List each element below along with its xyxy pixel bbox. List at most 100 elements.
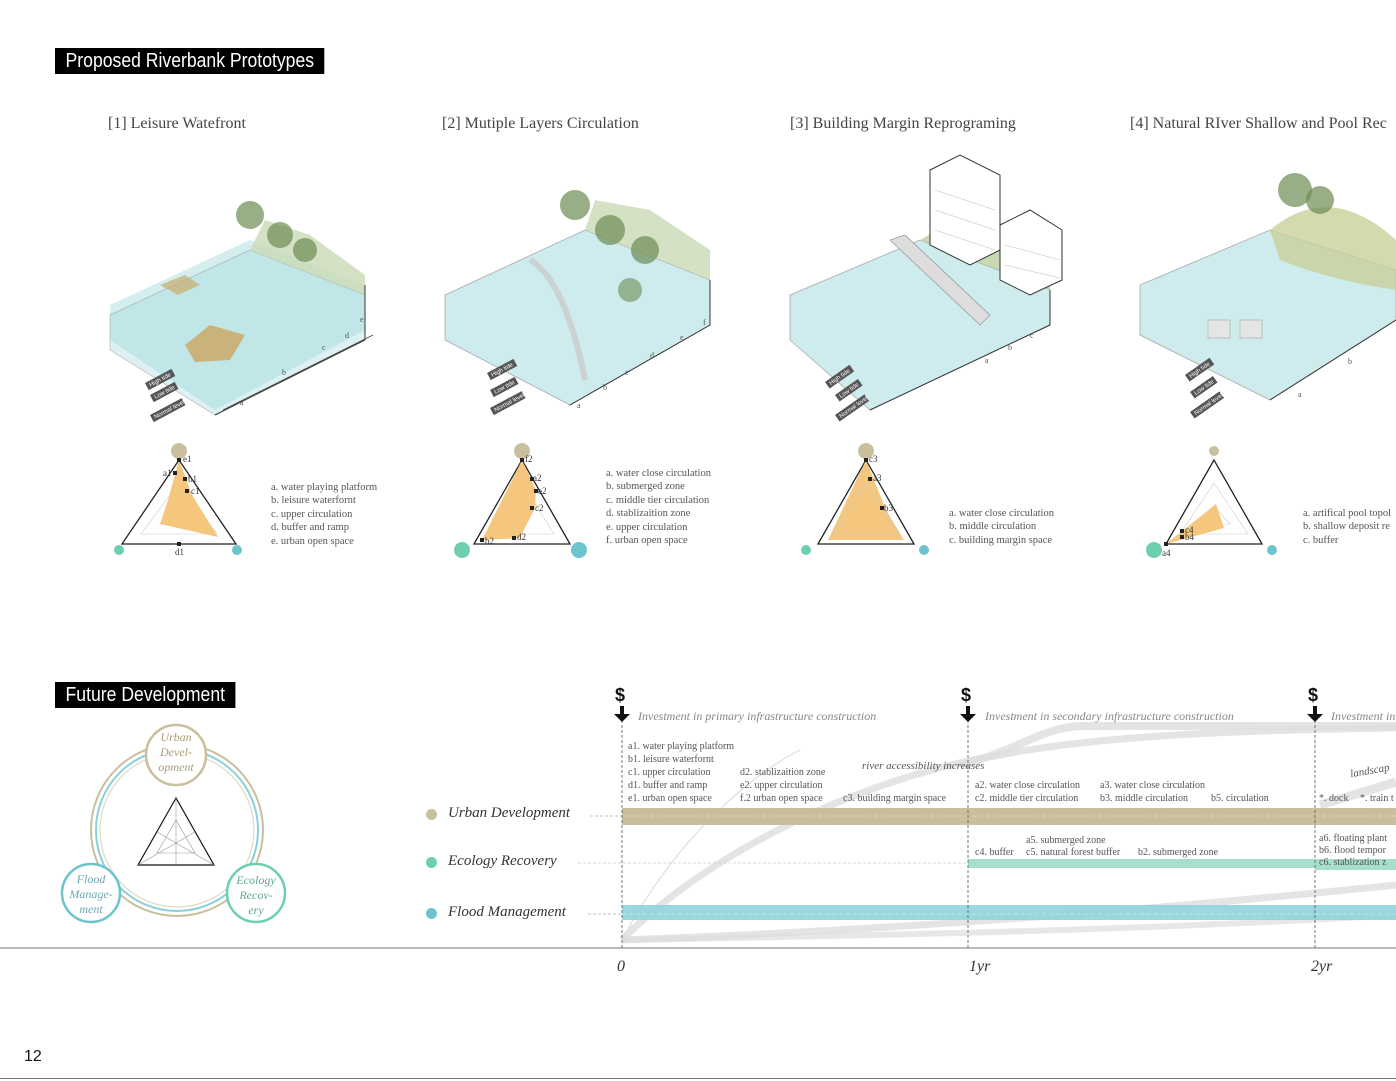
ecology-recovery-bar xyxy=(968,859,1315,868)
svg-text:b3: b3 xyxy=(884,503,894,513)
annotation-b6: b6. flood tempor xyxy=(1319,845,1386,856)
svg-text:Recov-: Recov- xyxy=(238,888,272,902)
annotation-train: *. train t xyxy=(1360,793,1394,804)
svg-text:a3: a3 xyxy=(873,473,882,483)
svg-text:Normal level: Normal level xyxy=(839,396,870,420)
tick-1yr: 1yr xyxy=(969,958,991,975)
footer-rule xyxy=(0,1078,1396,1079)
flood-management-dot xyxy=(426,908,437,919)
svg-text:a1: a1 xyxy=(163,468,172,478)
tick-0: 0 xyxy=(617,958,625,975)
radar-chart-1: e1 a1 b1 c1 d1 xyxy=(114,443,242,557)
svg-text:Normal level: Normal level xyxy=(1194,393,1225,417)
annotation-b2: b2. submerged zone xyxy=(1138,847,1219,858)
svg-text:a: a xyxy=(1298,390,1302,399)
radar-node-ecology xyxy=(114,545,124,555)
svg-text:c4: c4 xyxy=(1185,525,1194,535)
svg-text:c: c xyxy=(625,368,629,377)
timeline-chart xyxy=(0,706,1396,949)
svg-text:a: a xyxy=(240,398,244,407)
radar-node-urban xyxy=(171,443,187,459)
urban-development-dot xyxy=(426,809,437,820)
ecology-recovery-dot xyxy=(426,857,437,868)
svg-text:ment: ment xyxy=(79,902,103,916)
investment-label-2: Investment in xyxy=(1331,709,1396,723)
svg-text:b: b xyxy=(282,368,286,377)
svg-text:ery: ery xyxy=(248,903,264,917)
row-label-ecology: Ecology Recovery xyxy=(448,853,557,869)
svg-text:d: d xyxy=(650,351,654,360)
svg-text:d1: d1 xyxy=(175,547,184,557)
radar-chart-4: c4 b4 a4 xyxy=(1146,446,1277,558)
flood-management-bar xyxy=(622,905,1396,920)
svg-text:a2: a2 xyxy=(533,473,542,483)
svg-text:b: b xyxy=(603,383,607,392)
radar-chart-3: c3 a3 b3 xyxy=(801,443,929,555)
annotation-b3: b3. middle circulation xyxy=(1100,793,1189,804)
prototype-title-3: [3] Building Margin Reprograming xyxy=(790,115,1016,132)
svg-text:c: c xyxy=(322,343,326,352)
svg-text:Flood: Flood xyxy=(76,872,107,886)
ecology-recovery-node xyxy=(225,862,287,924)
prototype-title-4: [4] Natural RIver Shallow and Pool Rec xyxy=(1130,115,1387,132)
annotation-river: river accessibility increases xyxy=(862,760,985,772)
svg-text:Normal level: Normal level xyxy=(494,393,526,414)
axonometric-1: High tide Low tide Normal level a b c d … xyxy=(109,201,374,423)
svg-text:b1: b1 xyxy=(188,474,197,484)
annotation-c2: c2. middle tier circulation xyxy=(975,793,1079,804)
annotation-a5: a5. submerged zone xyxy=(1026,835,1106,846)
future-heading: Future Development xyxy=(55,682,236,708)
prototype-title-2: [2] Mutiple Layers Circulation xyxy=(442,115,639,132)
annotation-a6: a6. floating plant xyxy=(1319,833,1388,844)
svg-text:d: d xyxy=(345,331,349,340)
svg-text:opment: opment xyxy=(158,760,194,774)
annotation-c4: c4. buffer xyxy=(975,847,1014,858)
tick-2yr: 2yr xyxy=(1311,958,1333,975)
investment-label-1: Investment in secondary infrastructure c… xyxy=(985,709,1234,723)
svg-text:Normal level: Normal level xyxy=(154,400,186,421)
svg-text:b: b xyxy=(1008,343,1012,352)
svg-text:e: e xyxy=(680,333,684,342)
svg-text:a: a xyxy=(985,356,989,365)
svg-text:b4: b4 xyxy=(1185,532,1195,542)
urban-development-node xyxy=(144,723,208,787)
svg-text:c3: c3 xyxy=(869,454,878,464)
axonometric-4: High tide Low tide Normal level a b xyxy=(1139,173,1396,419)
investment-marker-2: $ xyxy=(1308,685,1319,705)
tri-circle-diagram: Urban Devel- opment Flood Manage- ment E… xyxy=(60,723,287,924)
urban-development-bar xyxy=(622,808,1396,825)
prototypes-heading: Proposed Riverbank Prototypes xyxy=(55,48,325,74)
svg-text:c: c xyxy=(1030,331,1034,340)
investment-marker-0: $ xyxy=(615,685,626,705)
svg-text:b: b xyxy=(1348,357,1352,366)
svg-text:c2: c2 xyxy=(535,503,544,513)
svg-text:f: f xyxy=(703,318,706,327)
svg-text:Manage-: Manage- xyxy=(68,887,112,901)
svg-text:c1: c1 xyxy=(191,486,200,496)
annotation-a3: a3. water close circulation xyxy=(1100,780,1205,791)
flood-management-node xyxy=(60,862,122,924)
annotation-b5: b5. circulation xyxy=(1211,793,1269,804)
annotation-dock: *. dock xyxy=(1319,793,1349,804)
page-number: 12 xyxy=(24,1048,42,1065)
radar-node-flood xyxy=(232,545,242,555)
investment-label-0: Investment in primary infrastructure con… xyxy=(638,709,877,723)
row-label-flood: Flood Management xyxy=(448,904,566,920)
annotation-a2: a2. water close circulation xyxy=(975,780,1080,791)
investment-marker-1: $ xyxy=(961,685,972,705)
svg-text:e: e xyxy=(360,315,364,324)
svg-text:Ecology: Ecology xyxy=(235,873,276,887)
svg-text:d2: d2 xyxy=(517,532,526,542)
svg-text:f2: f2 xyxy=(525,454,533,464)
svg-text:e2: e2 xyxy=(538,486,547,496)
svg-text:Urban: Urban xyxy=(160,730,191,744)
svg-text:e1: e1 xyxy=(183,454,192,464)
axonometric-3: High tide Low tide Normal level a b c xyxy=(789,154,1063,422)
svg-text:b2: b2 xyxy=(485,536,494,546)
svg-text:a: a xyxy=(577,401,581,410)
